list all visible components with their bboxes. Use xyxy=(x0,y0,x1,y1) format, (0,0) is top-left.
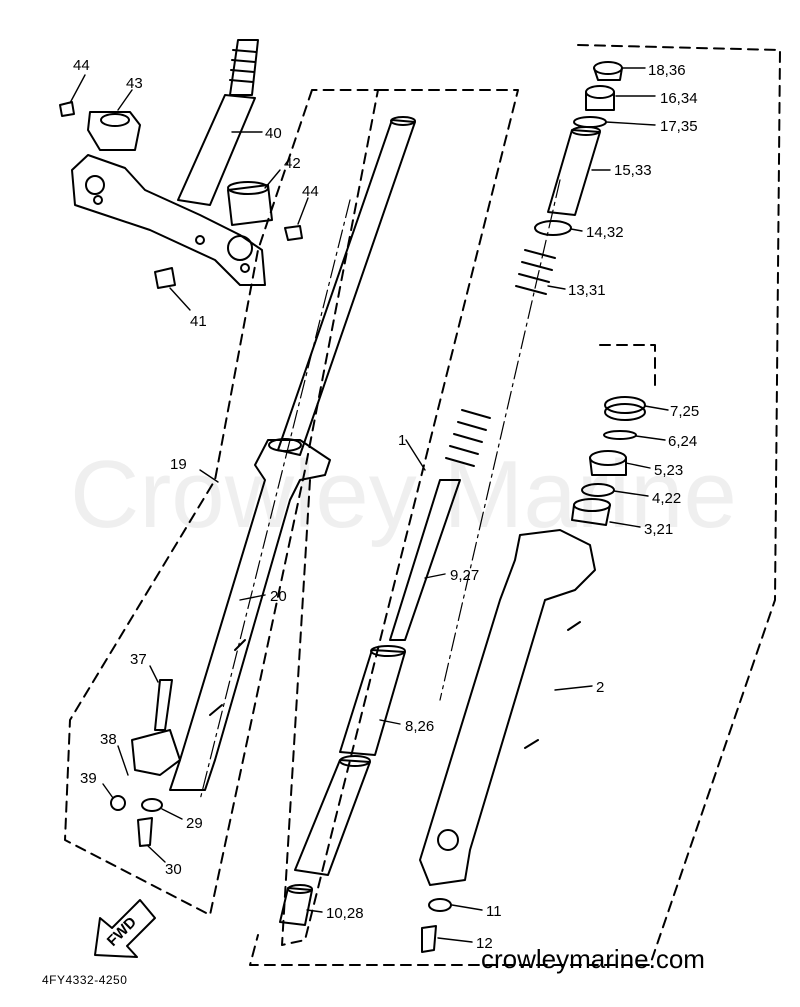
clip-6-24 xyxy=(603,430,637,440)
label-10-28: 10,28 xyxy=(326,905,364,922)
right-outer-tube xyxy=(419,529,596,886)
fwd-label: FWD xyxy=(104,914,140,950)
washer-11 xyxy=(428,898,452,912)
washer-29 xyxy=(141,798,163,812)
boundary-right-inner xyxy=(599,344,656,386)
bolt-44-right xyxy=(284,225,303,241)
label-20: 20 xyxy=(270,588,287,605)
leader-lines xyxy=(69,67,669,943)
label-37: 37 xyxy=(130,651,147,668)
left-outer-tube xyxy=(169,438,331,791)
label-30: 30 xyxy=(165,861,182,878)
seal-7-25 xyxy=(604,396,646,421)
boundary-left-fork xyxy=(64,89,379,916)
label-3-21: 3,21 xyxy=(644,521,673,538)
bracket-38 xyxy=(131,729,181,776)
label-9-27: 9,27 xyxy=(450,567,479,584)
label-5-23: 5,23 xyxy=(654,462,683,479)
bushing-3-21 xyxy=(571,498,611,526)
under-bracket xyxy=(71,154,266,286)
cap-16-34 xyxy=(585,85,615,111)
bolt-12 xyxy=(421,925,437,953)
label-8-26: 8,26 xyxy=(405,718,434,735)
bolt-41 xyxy=(154,267,176,289)
label-11: 11 xyxy=(486,903,502,920)
label-44a: 44 xyxy=(73,57,90,74)
label-4-22: 4,22 xyxy=(652,490,681,507)
piece-10-28 xyxy=(279,884,313,926)
washer-4-22 xyxy=(581,483,615,497)
holder-42 xyxy=(227,181,273,226)
damper-rod xyxy=(389,479,461,641)
spacer-8-26 xyxy=(339,645,406,756)
label-16-34: 16,34 xyxy=(660,90,698,107)
label-38: 38 xyxy=(100,731,117,748)
part-labels: 44 43 40 42 44 41 19 20 37 38 39 29 30 1… xyxy=(73,57,699,952)
label-6-24: 6,24 xyxy=(668,433,697,450)
label-42: 42 xyxy=(284,155,301,172)
label-1: 1 xyxy=(398,432,406,449)
drawing-number: 4FY4332-4250 xyxy=(42,973,128,987)
label-29: 29 xyxy=(186,815,203,832)
tube-15-33 xyxy=(547,126,601,216)
rebound-spring xyxy=(445,409,491,467)
slide-tube xyxy=(294,755,371,876)
label-14-32: 14,32 xyxy=(586,224,624,241)
bolt-37 xyxy=(154,679,173,731)
fork-spring-13-31 xyxy=(515,249,556,295)
cap-18-36 xyxy=(593,61,623,81)
fwd-arrow-icon xyxy=(94,899,156,958)
seal-5-23 xyxy=(589,450,627,476)
seat-14-32 xyxy=(534,220,572,236)
oring-17-35 xyxy=(573,116,607,128)
boundary-center-inner xyxy=(281,89,519,946)
label-7-25: 7,25 xyxy=(670,403,699,420)
label-44b: 44 xyxy=(302,183,319,200)
label-19: 19 xyxy=(170,456,187,473)
website-footer: crowleymarine.com xyxy=(481,944,705,974)
label-13-31: 13,31 xyxy=(568,282,606,299)
label-12: 12 xyxy=(476,935,493,952)
label-40: 40 xyxy=(265,125,282,142)
left-inner-tube xyxy=(277,116,416,456)
boundary-right-fork xyxy=(249,44,781,966)
bolt-30 xyxy=(137,817,153,847)
label-17-35: 17,35 xyxy=(660,118,698,135)
nut-39 xyxy=(110,795,126,811)
label-43: 43 xyxy=(126,75,143,92)
centerline-center xyxy=(439,179,561,701)
label-39: 39 xyxy=(80,770,97,787)
label-41: 41 xyxy=(190,313,207,330)
steering-stem xyxy=(177,39,259,206)
label-2: 2 xyxy=(596,679,604,696)
label-18-36: 18,36 xyxy=(648,62,686,79)
centerline-left xyxy=(199,199,351,801)
label-15-33: 15,33 xyxy=(614,162,652,179)
bolt-44-left xyxy=(59,101,75,117)
clamp-43 xyxy=(87,111,141,151)
